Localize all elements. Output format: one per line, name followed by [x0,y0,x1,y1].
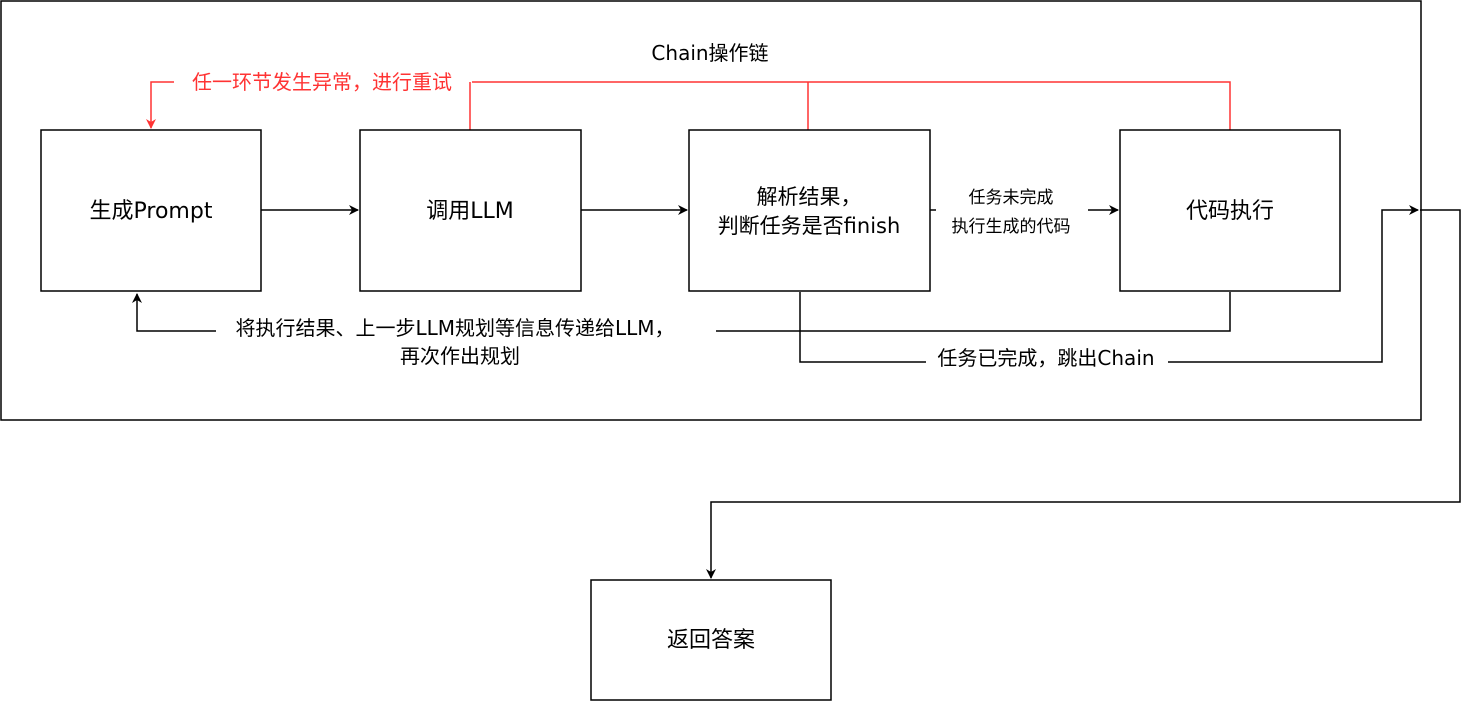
edge-to-answer [706,209,1461,579]
feedback-label-2: 再次作出规划 [400,344,520,368]
finished-label: 任务已完成，跳出Chain [937,346,1154,370]
node-call-llm [359,129,582,292]
chain-title: Chain操作链 [651,41,768,65]
node-code-exec-label: 代码执行 [1186,199,1274,224]
node-return-answer-label: 返回答案 [667,628,755,653]
node-generate-prompt-label: 生成Prompt [90,199,213,224]
node-return-answer [590,579,832,701]
not-finished-label-2: 执行生成的代码 [952,217,1071,237]
node-call-llm-label: 调用LLM [426,199,514,224]
not-finished-label-1: 任务未完成 [969,188,1054,208]
node-parse-result [688,129,931,292]
node-code-exec [1119,129,1341,292]
retry-label: 任一环节发生异常，进行重试 [192,70,452,94]
feedback-label-1: 将执行结果、上一步LLM规划等信息传递给LLM， [235,316,674,340]
retry-edge [146,81,1231,130]
node-parse-result-label-1: 解析结果， [757,185,862,209]
edge-finished-exit [799,205,1419,363]
node-parse-result-label-2: 判断任务是否finish [718,214,901,238]
node-generate-prompt [40,129,262,292]
